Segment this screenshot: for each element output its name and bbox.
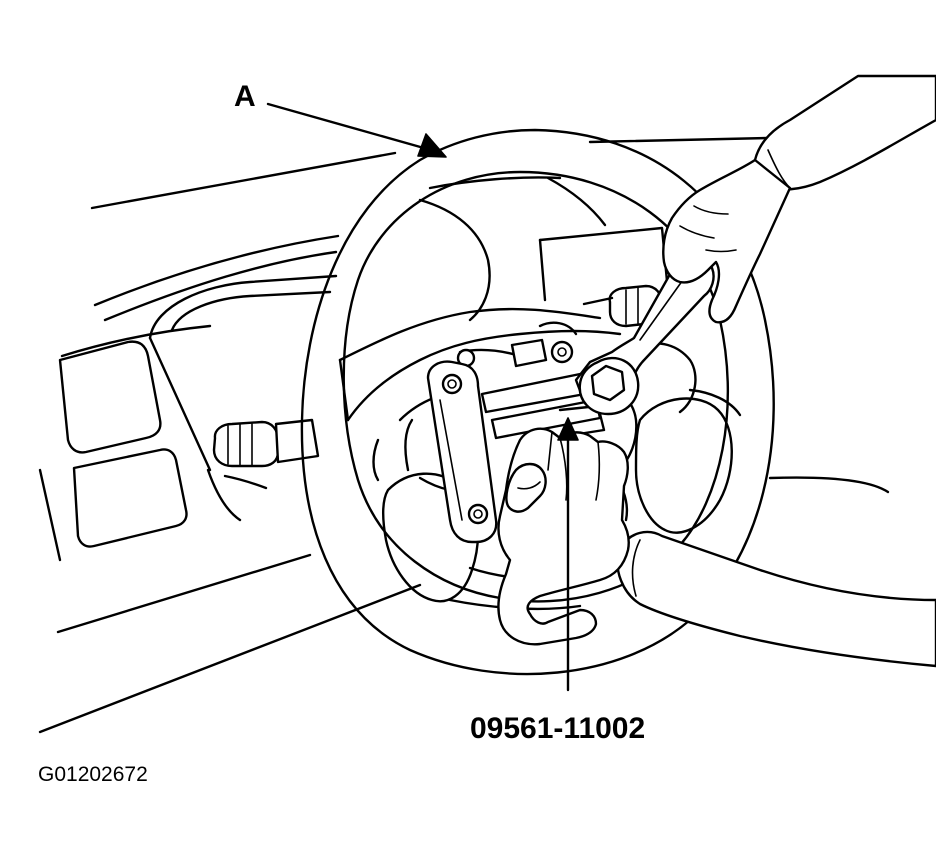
callout-a-leader bbox=[266, 102, 447, 158]
upper-hand bbox=[662, 74, 936, 324]
dashboard-outline bbox=[38, 136, 890, 734]
instrument-cluster bbox=[148, 274, 338, 472]
wrench bbox=[574, 254, 715, 416]
lower-hand bbox=[497, 427, 936, 668]
figure-id-label: G01202672 bbox=[38, 763, 148, 786]
part-number-leader bbox=[557, 417, 579, 692]
special-tool-puller bbox=[426, 360, 606, 544]
part-number-label: 09561-11002 bbox=[470, 712, 645, 745]
left-combination-switch bbox=[212, 418, 320, 468]
left-vent-panel bbox=[38, 340, 188, 562]
callout-a-label: A bbox=[234, 80, 256, 113]
lower-dash bbox=[206, 468, 268, 522]
